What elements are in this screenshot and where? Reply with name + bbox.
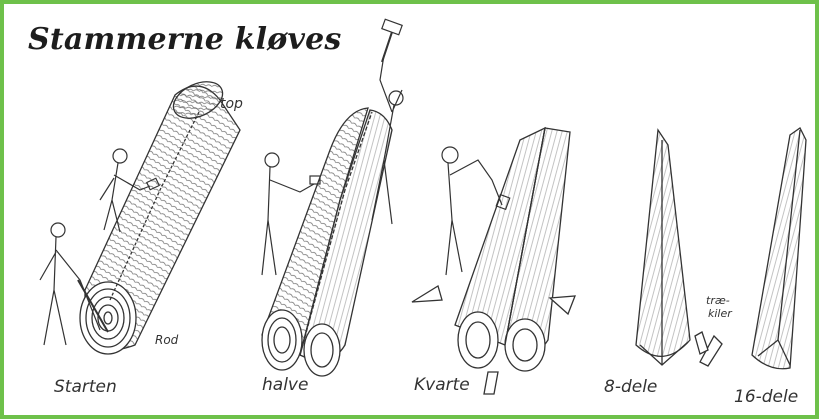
wedge-8b xyxy=(695,332,708,354)
wedge-left xyxy=(412,286,442,302)
label-8-dele: 8-dele xyxy=(604,377,657,397)
wedge-right xyxy=(550,296,575,314)
log-root-end xyxy=(80,282,136,354)
scene-16-dele xyxy=(752,128,806,369)
scene-8-dele xyxy=(636,130,722,366)
wedge-bottom xyxy=(484,372,498,394)
log-eighth xyxy=(636,130,690,356)
label-kvarte: Kvarte xyxy=(414,375,470,395)
label-top: top xyxy=(220,96,243,112)
label-halve: halve xyxy=(262,375,308,395)
scene-halve xyxy=(262,19,403,376)
label-traekiler-2: kiler xyxy=(708,307,733,320)
label-starten: Starten xyxy=(54,377,117,397)
label-rod: Rod xyxy=(155,333,179,347)
label-16-dele: 16-dele xyxy=(734,387,798,407)
label-traekiler-1: træ- xyxy=(706,294,730,307)
scene-starten xyxy=(40,75,240,354)
scene-kvarte xyxy=(412,128,575,394)
